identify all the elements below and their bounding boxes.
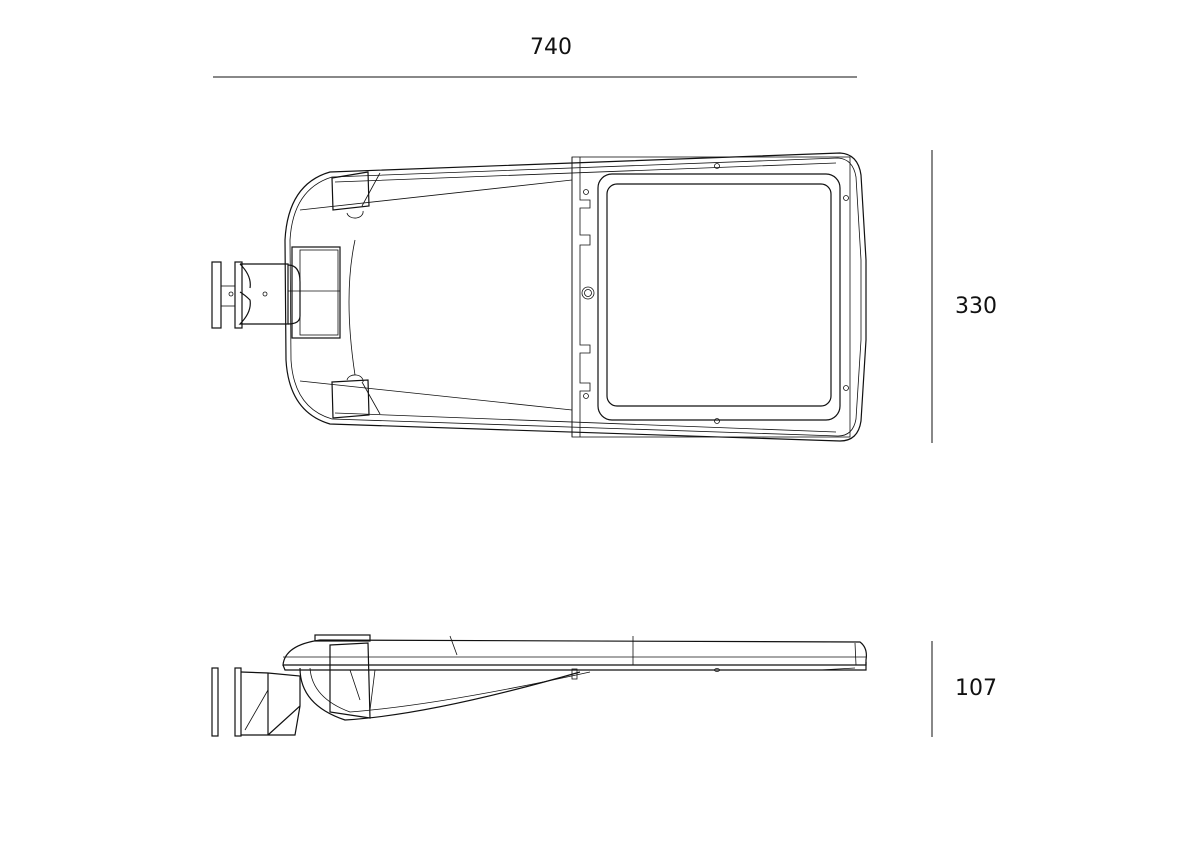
top-view [211, 152, 867, 442]
dimension-width-label: 330 [955, 294, 997, 319]
dimension-height-label: 107 [955, 676, 997, 701]
dimension-length-label: 740 [530, 35, 572, 60]
side-view [211, 634, 867, 737]
